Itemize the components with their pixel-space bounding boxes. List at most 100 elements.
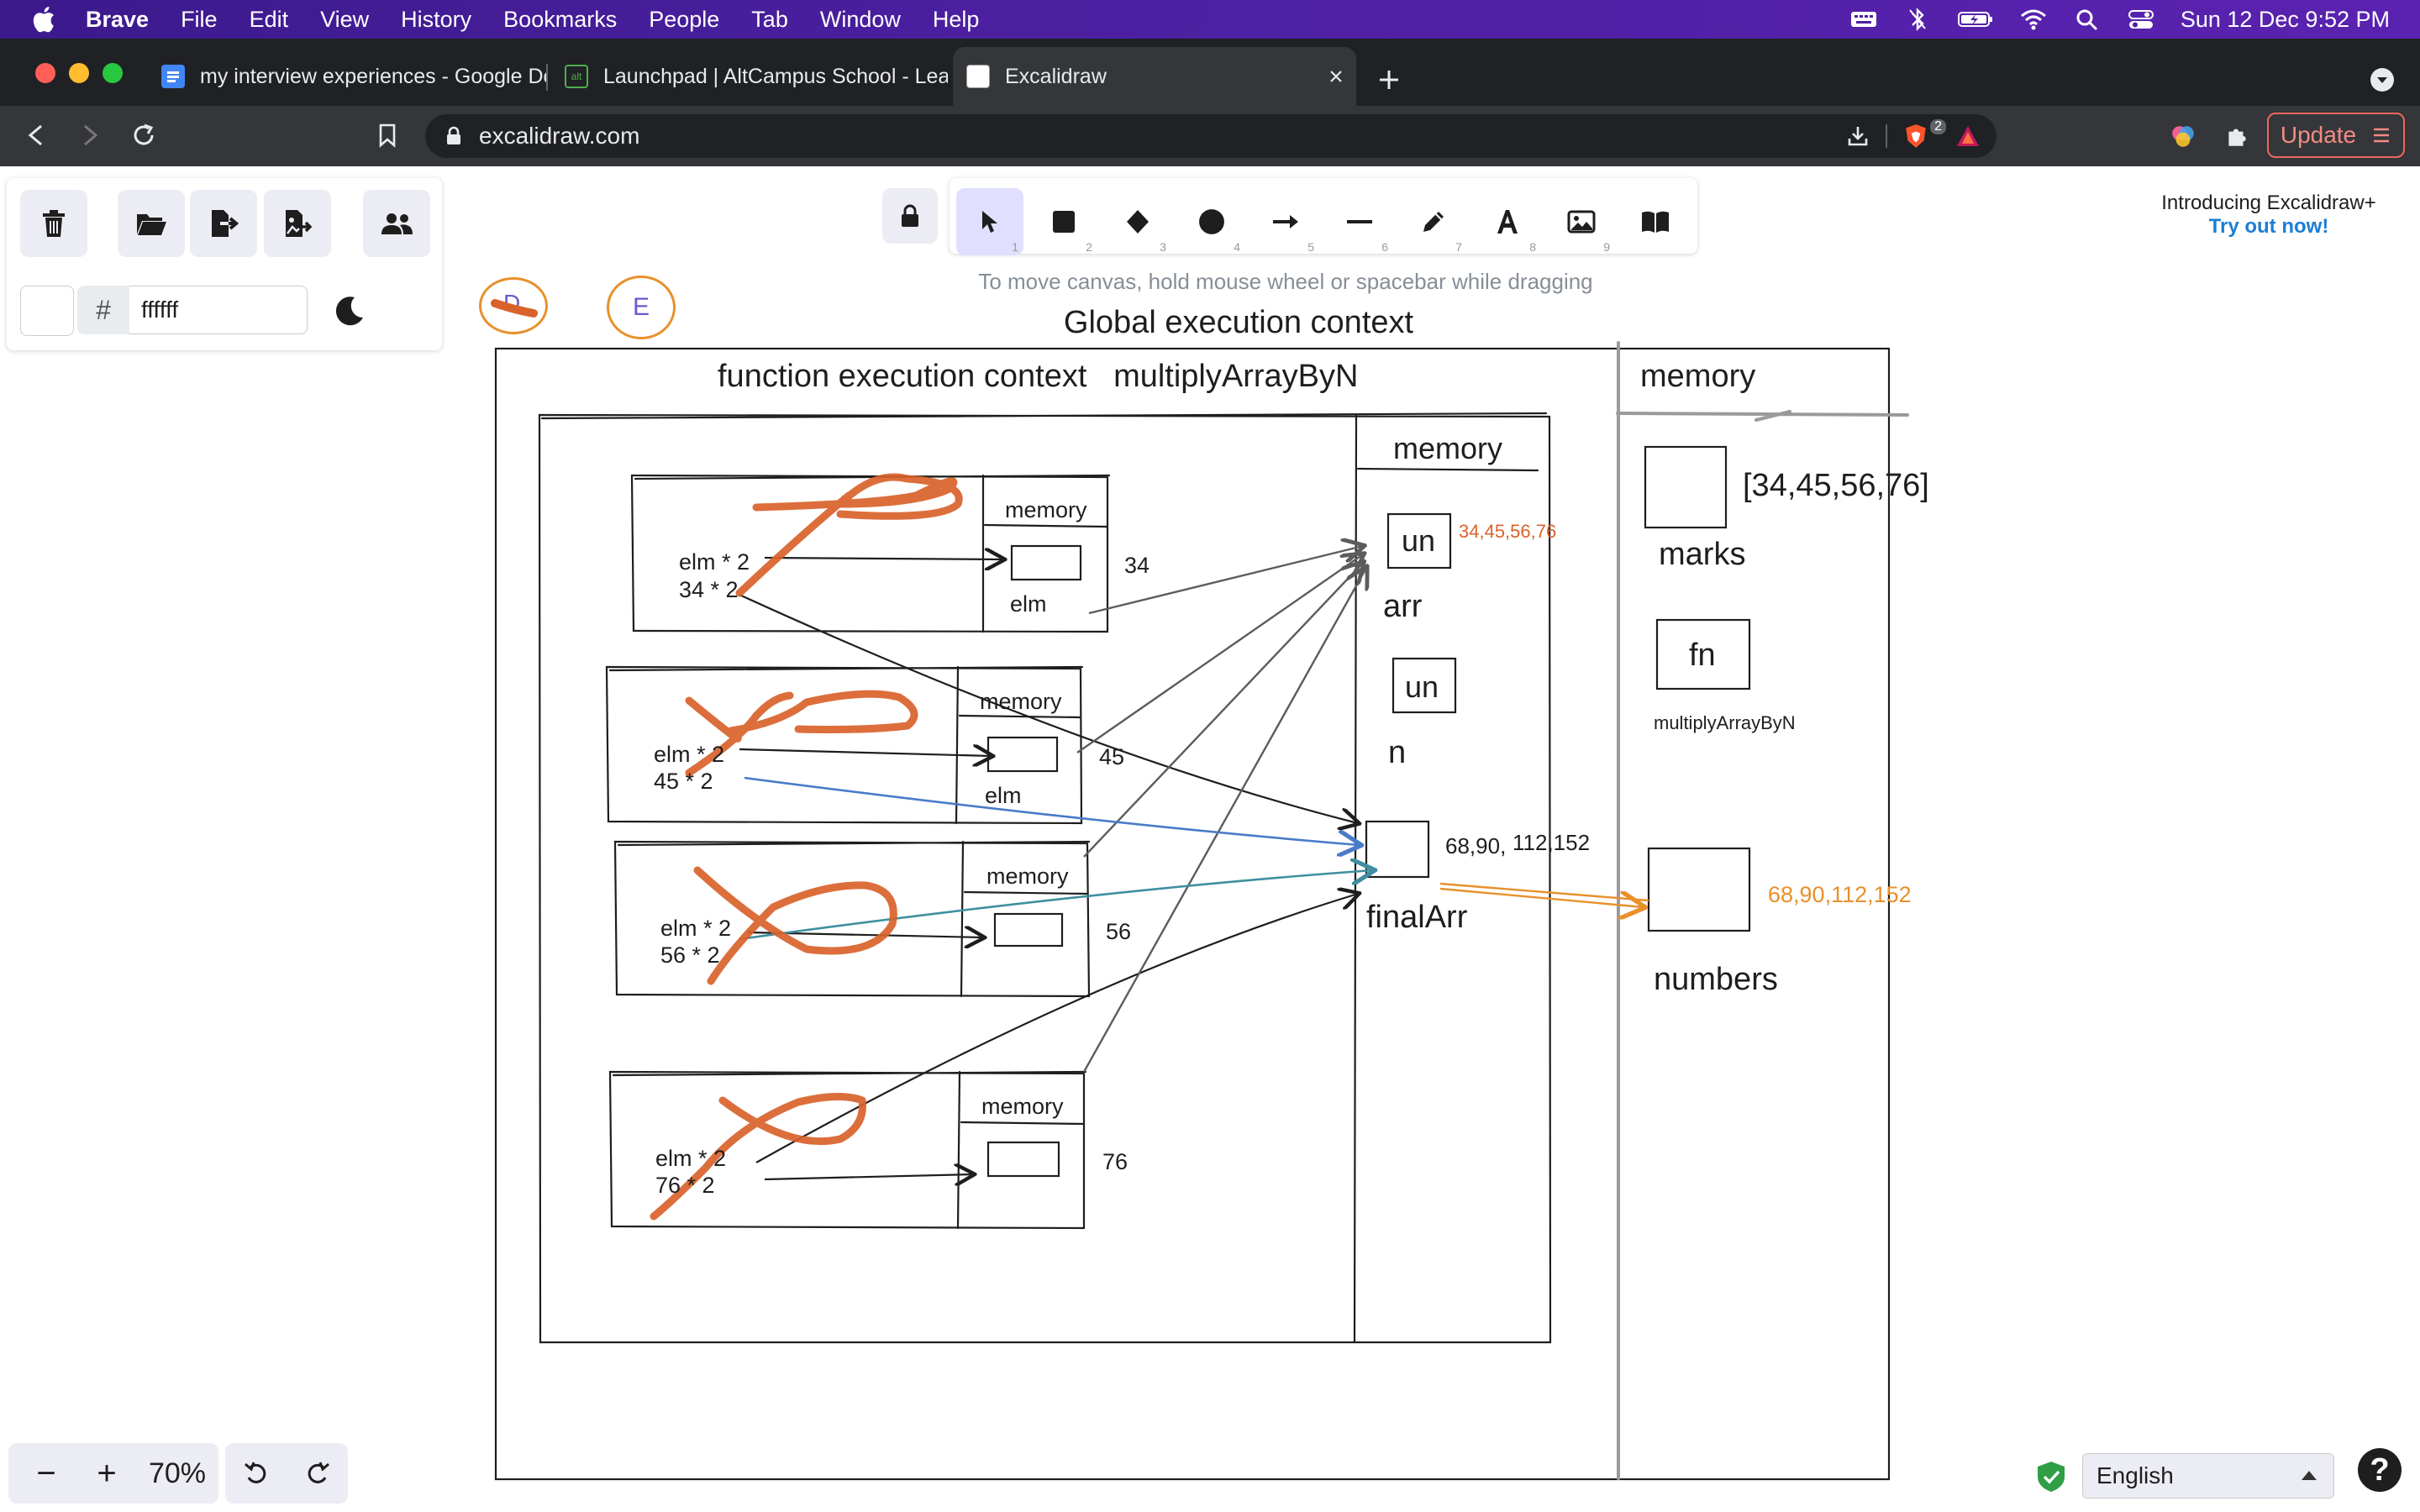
global-memory-label[interactable]: memory bbox=[1640, 359, 1755, 394]
n-label[interactable]: n bbox=[1388, 735, 1406, 770]
finalarr-box[interactable] bbox=[1365, 820, 1430, 879]
tool-selection[interactable]: 1 bbox=[956, 188, 1023, 255]
elm2-to-arr-arrow[interactable] bbox=[1076, 554, 1363, 753]
try-out-link[interactable]: Try out now! bbox=[2208, 215, 2329, 238]
call4-memory-label[interactable]: memory bbox=[981, 1094, 1064, 1119]
n-box-value[interactable]: un bbox=[1405, 669, 1439, 704]
call1-value[interactable]: 34 bbox=[1124, 553, 1150, 578]
new-tab-icon[interactable] bbox=[1376, 67, 1402, 92]
extensions-icon[interactable] bbox=[2223, 123, 2250, 150]
call4-value[interactable]: 76 bbox=[1102, 1149, 1128, 1174]
fec-memory-divider[interactable] bbox=[1353, 413, 1358, 1344]
finalarr-label[interactable]: finalArr bbox=[1366, 900, 1468, 935]
fec-memory-label[interactable]: memory bbox=[1393, 431, 1502, 465]
call2-memory-label[interactable]: memory bbox=[980, 689, 1062, 714]
close-window-button[interactable] bbox=[35, 63, 55, 83]
background-color-swatch[interactable] bbox=[20, 286, 74, 336]
call2-return-arrow[interactable] bbox=[744, 776, 1360, 845]
call2-line2[interactable]: 45 * 2 bbox=[654, 769, 713, 794]
menu-edit[interactable]: Edit bbox=[249, 6, 289, 32]
global-context-frame[interactable] bbox=[494, 347, 1891, 1481]
apple-icon[interactable] bbox=[30, 4, 60, 34]
tool-image[interactable]: 9 bbox=[1548, 188, 1615, 255]
lock-icon[interactable] bbox=[445, 126, 462, 146]
global-context-title[interactable]: Global execution context bbox=[1064, 305, 1414, 340]
tool-text[interactable]: 8 bbox=[1474, 188, 1541, 255]
numbers-label[interactable]: numbers bbox=[1654, 962, 1778, 997]
library-button[interactable] bbox=[1622, 188, 1689, 255]
tool-line[interactable]: 6 bbox=[1326, 188, 1393, 255]
fec-title[interactable]: function execution context multiplyArray… bbox=[718, 359, 1358, 394]
call-frame-1[interactable] bbox=[630, 474, 1111, 633]
call-frame-3[interactable] bbox=[613, 840, 1091, 998]
call4-line1[interactable]: elm * 2 bbox=[655, 1146, 726, 1171]
menu-help[interactable]: Help bbox=[932, 6, 980, 32]
call3-line2[interactable]: 56 * 2 bbox=[660, 942, 720, 968]
n-box[interactable] bbox=[1392, 657, 1457, 714]
zoom-window-button[interactable] bbox=[103, 63, 123, 83]
tab-search-icon[interactable] bbox=[2370, 67, 2395, 92]
minimize-window-button[interactable] bbox=[69, 63, 89, 83]
call3-line1[interactable]: elm * 2 bbox=[660, 916, 731, 941]
marks-value[interactable]: [34,45,56,76] bbox=[1743, 468, 1929, 503]
export-image-button[interactable] bbox=[264, 190, 331, 257]
reload-icon[interactable] bbox=[131, 123, 156, 148]
numbers-value[interactable]: 68,90,112,152 bbox=[1768, 882, 1912, 907]
menu-bookmarks[interactable]: Bookmarks bbox=[503, 6, 618, 32]
back-icon[interactable] bbox=[24, 123, 49, 148]
arr-label[interactable]: arr bbox=[1383, 589, 1423, 624]
call1-memory-label[interactable]: memory bbox=[1005, 497, 1087, 522]
menu-view[interactable]: View bbox=[320, 6, 370, 32]
tool-ellipse[interactable]: 4 bbox=[1178, 188, 1245, 255]
open-file-button[interactable] bbox=[118, 190, 185, 257]
elm4-to-arr-arrow[interactable] bbox=[1082, 568, 1366, 1073]
tool-rectangle[interactable]: 2 bbox=[1030, 188, 1097, 255]
undo-button[interactable] bbox=[225, 1443, 287, 1504]
bluetooth-icon[interactable] bbox=[1903, 7, 1932, 32]
fn-box[interactable] bbox=[1655, 618, 1751, 690]
finalarr-to-numbers-arrow[interactable] bbox=[1439, 884, 1649, 907]
finalarr-value-b[interactable]: 112,152 bbox=[1512, 830, 1590, 855]
tab-excalidraw[interactable]: Excalidraw bbox=[953, 47, 1356, 106]
menu-window[interactable]: Window bbox=[819, 6, 901, 32]
encryption-shield-icon[interactable] bbox=[2035, 1460, 2067, 1494]
call1-line2[interactable]: 34 * 2 bbox=[679, 577, 739, 602]
menu-app-name[interactable]: Brave bbox=[86, 6, 150, 32]
menu-file[interactable]: File bbox=[181, 6, 218, 32]
fec-frame[interactable] bbox=[538, 412, 1552, 1344]
numbers-box[interactable] bbox=[1647, 847, 1751, 932]
menu-clock[interactable]: Sun 12 Dec 9:52 PM bbox=[2180, 6, 2390, 32]
arr-value[interactable]: 34,45,56,76 bbox=[1459, 521, 1556, 542]
wallet-icon[interactable] bbox=[2170, 123, 2196, 150]
forward-icon[interactable] bbox=[77, 123, 103, 148]
wifi-icon[interactable] bbox=[2019, 7, 2048, 32]
call1-return-arrow[interactable] bbox=[739, 593, 1358, 823]
elm1-to-arr-arrow[interactable] bbox=[1088, 546, 1363, 615]
tool-arrow[interactable]: 5 bbox=[1252, 188, 1319, 255]
keyboard-icon[interactable] bbox=[1849, 7, 1878, 32]
elm3-to-arr-arrow[interactable] bbox=[1083, 563, 1363, 858]
arr-box-value[interactable]: un bbox=[1402, 523, 1435, 558]
brave-shields-icon[interactable] bbox=[1902, 123, 1929, 150]
redo-button[interactable] bbox=[287, 1443, 348, 1504]
call2-param[interactable]: elm bbox=[985, 783, 1022, 808]
brave-rewards-icon[interactable] bbox=[1954, 123, 1981, 149]
background-hex-input[interactable] bbox=[129, 286, 308, 334]
moon-icon[interactable] bbox=[333, 294, 366, 328]
zoom-in-button[interactable]: + bbox=[97, 1454, 117, 1492]
lock-tool-button[interactable] bbox=[882, 188, 938, 244]
call1-param[interactable]: elm bbox=[1010, 591, 1047, 617]
save-to-file-button[interactable] bbox=[190, 190, 257, 257]
close-tab-icon[interactable] bbox=[1328, 68, 1344, 85]
call2-line1[interactable]: elm * 2 bbox=[654, 742, 724, 767]
menu-tab[interactable]: Tab bbox=[751, 6, 788, 32]
call3-value[interactable]: 56 bbox=[1106, 919, 1131, 944]
address-bar[interactable]: excalidraw.com 2 bbox=[425, 114, 1996, 158]
call4-internal-arrow[interactable] bbox=[764, 1174, 973, 1179]
call2-value[interactable]: 45 bbox=[1099, 744, 1124, 769]
menu-history[interactable]: History bbox=[401, 6, 472, 32]
collaborator-avatar-d[interactable]: D bbox=[479, 277, 548, 334]
bookmark-icon[interactable] bbox=[375, 123, 400, 148]
collaborator-avatar-e[interactable]: E bbox=[607, 276, 676, 339]
fn-label[interactable]: multiplyArrayByN bbox=[1654, 712, 1796, 733]
